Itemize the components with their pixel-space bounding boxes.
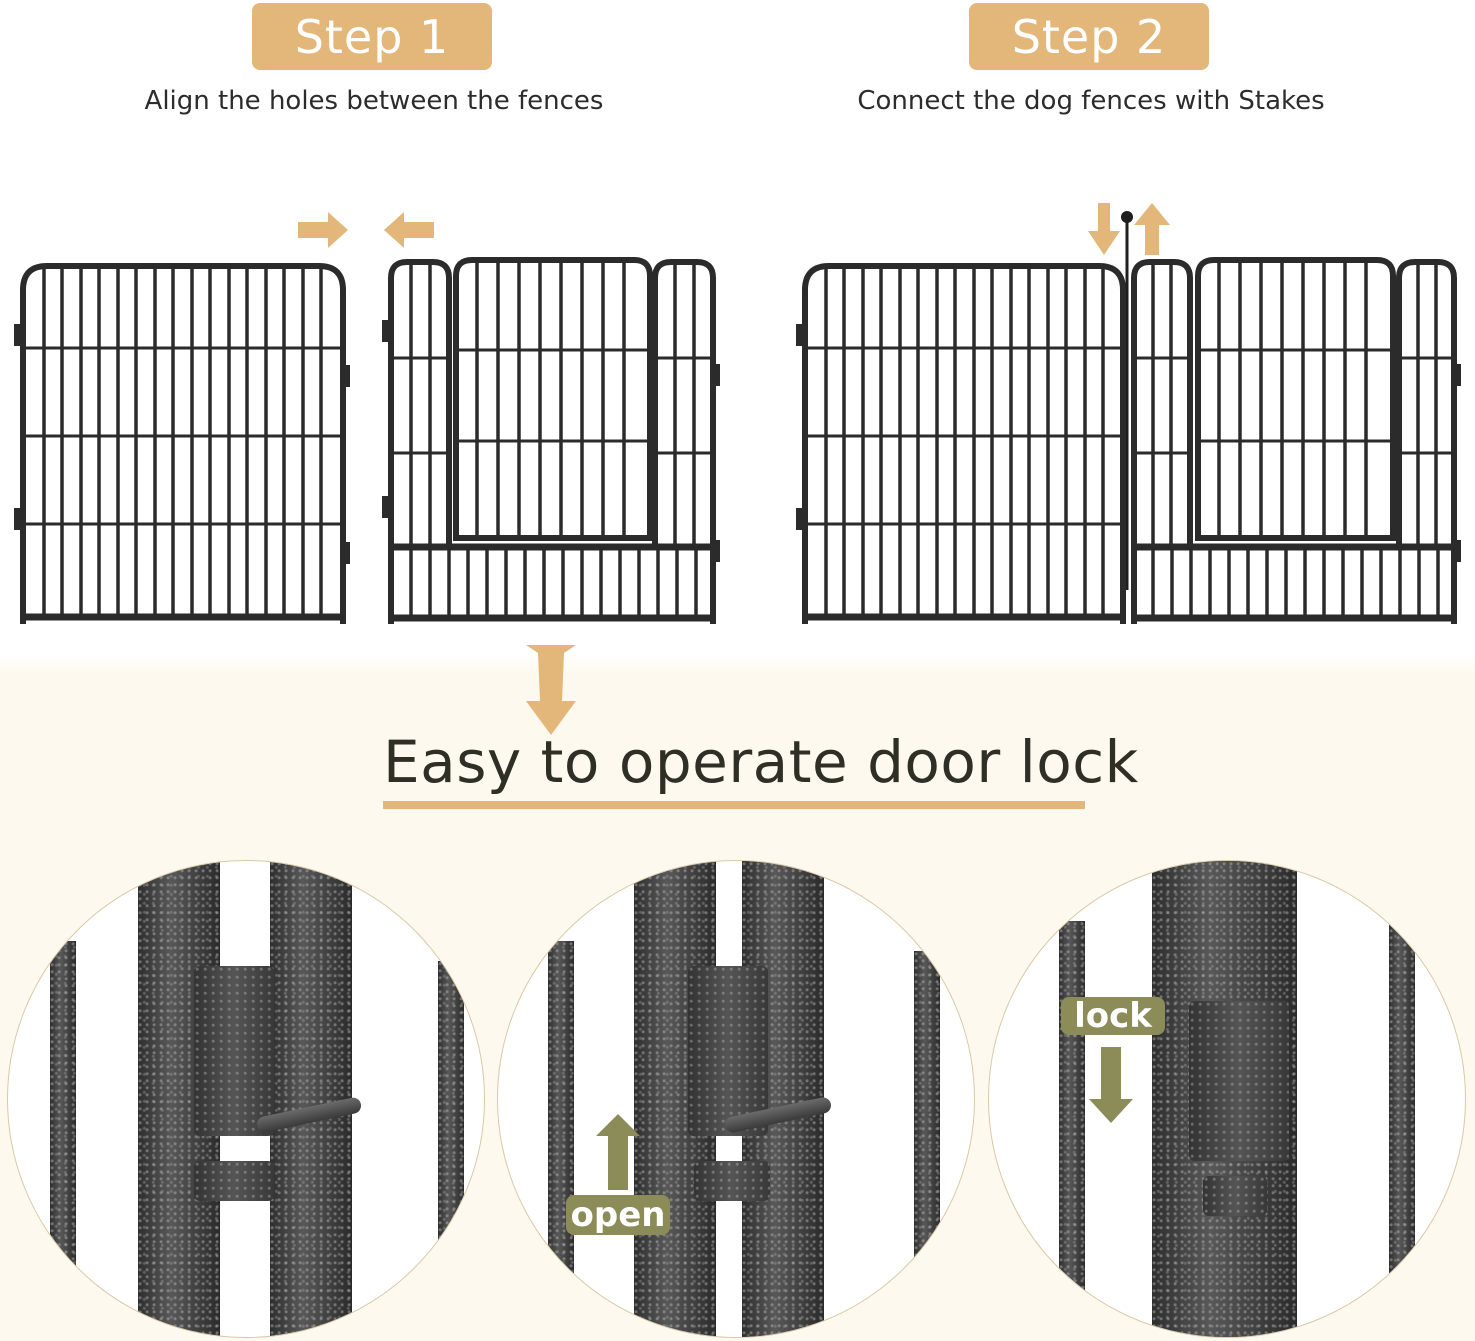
latch-body xyxy=(1189,1001,1289,1161)
latch-plate xyxy=(694,1161,770,1201)
step-2-badge: Step 2 xyxy=(969,3,1209,70)
latch-plate xyxy=(1203,1176,1267,1216)
step-1-caption: Align the holes between the fences xyxy=(144,86,604,116)
arrow-up-icon xyxy=(1134,203,1170,255)
arrow-right-icon xyxy=(298,212,348,248)
latch-body xyxy=(194,966,274,1136)
step-2-caption: Connect the dog fences with Stakes xyxy=(857,86,1325,116)
fence-panel-plain-connected xyxy=(796,263,1126,624)
step-1-badge: Step 1 xyxy=(252,3,492,70)
lock-closeup-lock: lock xyxy=(988,860,1466,1338)
fence-bar xyxy=(438,961,464,1337)
arrow-down-icon xyxy=(1089,1047,1133,1123)
title-underline xyxy=(383,801,1085,809)
arrow-left-icon xyxy=(384,212,434,248)
fence-panel-plain xyxy=(14,263,350,624)
arrow-up-icon xyxy=(596,1114,640,1190)
fence-bar xyxy=(914,951,940,1337)
background-fade xyxy=(0,655,1475,675)
stake xyxy=(1121,211,1133,590)
lock-closeup-1 xyxy=(7,860,485,1338)
fence-panel-with-door xyxy=(382,257,720,624)
arrow-down-icon xyxy=(526,645,576,735)
arrow-down-icon xyxy=(1088,203,1120,255)
open-label: open xyxy=(566,1195,670,1235)
latch-plate xyxy=(194,1161,274,1201)
fence-bar xyxy=(50,941,76,1337)
lock-closeup-open: open xyxy=(497,860,975,1338)
lock-label: lock xyxy=(1061,997,1165,1035)
fence-bar xyxy=(1389,921,1415,1337)
latch-body xyxy=(688,966,768,1136)
fence-panel-with-door-connected xyxy=(1131,257,1461,624)
fence-bar xyxy=(1059,921,1085,1337)
section-title: Easy to operate door lock xyxy=(383,728,1139,796)
fence-post xyxy=(270,861,352,1337)
fence-bar xyxy=(548,941,574,1337)
